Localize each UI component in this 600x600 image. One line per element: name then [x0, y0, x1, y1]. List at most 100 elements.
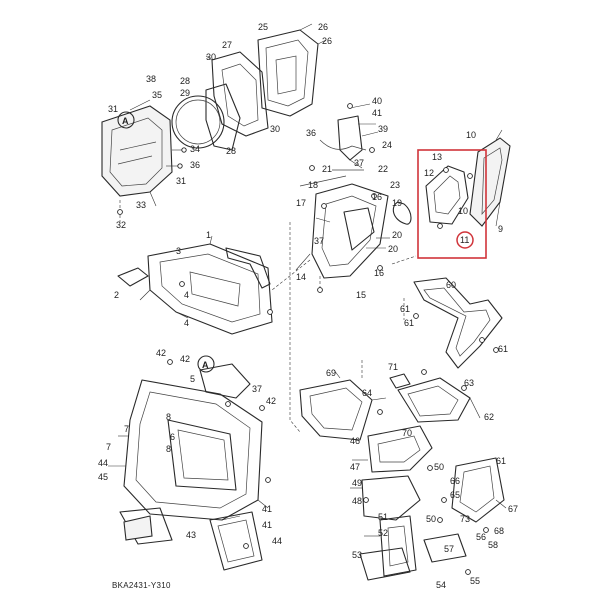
callout-c48: 48: [352, 496, 362, 506]
callout-c18: 18: [308, 180, 318, 190]
callout-c45: 45: [98, 472, 108, 482]
callout-c20b: 20: [388, 244, 398, 254]
callout-c41c: 41: [262, 520, 272, 530]
highlight-box: [417, 149, 487, 259]
part-group-top-left: A: [101, 99, 187, 222]
callout-c39: 39: [378, 124, 388, 134]
callout-c29: 29: [180, 88, 190, 98]
part-group-center-bracket: [319, 103, 379, 169]
callout-c61c: 61: [404, 318, 414, 328]
callout-c35: 35: [152, 90, 162, 100]
callout-c16b: 16: [374, 268, 384, 278]
callout-c27: 27: [222, 40, 232, 50]
callout-c16a: 16: [372, 192, 382, 202]
part-group-bottom-right: [350, 425, 507, 581]
callout-c40: 40: [372, 96, 382, 106]
callout-c64: 64: [362, 388, 372, 398]
callout-c44: 44: [98, 458, 108, 468]
callout-c37b: 37: [314, 236, 324, 246]
callout-c66: 66: [450, 476, 460, 486]
callout-c23: 23: [390, 180, 400, 190]
highlight-circle: [456, 231, 474, 249]
callout-c13: 13: [432, 152, 442, 162]
callout-c28b: 28: [226, 146, 236, 156]
callout-c36b: 36: [306, 128, 316, 138]
callout-c65: 65: [450, 490, 460, 500]
callout-c28a: 28: [180, 76, 190, 86]
callout-c10b: 10: [458, 206, 468, 216]
callout-c6: 6: [170, 432, 175, 442]
callout-c53: 53: [352, 550, 362, 560]
callout-c43: 43: [186, 530, 196, 540]
callout-c4b: 4: [184, 318, 189, 328]
callout-c36: 36: [190, 160, 200, 170]
callout-c30b: 30: [270, 124, 280, 134]
callout-c61d: 61: [496, 456, 506, 466]
part-group-top-center: [171, 23, 327, 151]
callout-c58: 58: [488, 540, 498, 550]
callout-c5: 5: [190, 374, 195, 384]
callout-c38: 38: [146, 74, 156, 84]
callout-c25: 25: [258, 22, 268, 32]
part-group-right-middle: [413, 277, 503, 369]
callout-c70: 70: [402, 428, 412, 438]
callout-c44b: 44: [272, 536, 282, 546]
callout-c7a: 7: [124, 424, 129, 434]
callout-c24: 24: [382, 140, 392, 150]
callout-c68: 68: [494, 526, 504, 536]
callout-c1: 1: [206, 230, 211, 240]
callout-c42b: 42: [180, 354, 190, 364]
callout-c56: 56: [476, 532, 486, 542]
callout-c20a: 20: [392, 230, 402, 240]
callout-c8b: 8: [166, 444, 171, 454]
callout-c12: 12: [424, 168, 434, 178]
callout-c26b: 26: [322, 36, 332, 46]
callout-c17: 17: [296, 198, 306, 208]
part-group-left-middle: [117, 235, 273, 335]
callout-c49: 49: [352, 478, 362, 488]
callout-c41a: 41: [372, 108, 382, 118]
diagram-code: BKA2431-Y310: [112, 581, 171, 590]
callout-c73: 73: [460, 514, 470, 524]
callout-c62: 62: [484, 412, 494, 422]
connector-lines: [271, 222, 417, 433]
callout-c50b: 50: [426, 514, 436, 524]
callout-c14: 14: [296, 272, 306, 282]
callout-c51: 51: [378, 512, 388, 522]
highlight-label: 11: [460, 235, 469, 245]
callout-c69: 69: [326, 368, 336, 378]
ref-mark-a-bottom: A: [202, 360, 209, 370]
callout-c10a: 10: [466, 130, 476, 140]
callout-c19: 19: [392, 198, 402, 208]
callout-c4a: 4: [184, 290, 189, 300]
callout-c54: 54: [436, 580, 446, 590]
callout-c34: 34: [190, 144, 200, 154]
callout-c31a: 31: [108, 104, 118, 114]
callout-c7b: 7: [106, 442, 111, 452]
callout-c50a: 50: [434, 462, 444, 472]
callout-c52: 52: [378, 528, 388, 538]
ref-mark-a-top: A: [122, 116, 129, 126]
callout-c67: 67: [508, 504, 518, 514]
callout-c9: 9: [498, 224, 503, 234]
callout-c63: 63: [464, 378, 474, 388]
callout-c71: 71: [388, 362, 398, 372]
callout-c30a: 30: [206, 52, 216, 62]
part-group-lower-left: A: [108, 355, 271, 571]
callout-c55: 55: [470, 576, 480, 586]
callout-c42c: 42: [266, 396, 276, 406]
callout-c22: 22: [378, 164, 388, 174]
callout-c8a: 8: [166, 412, 171, 422]
callout-c42a: 42: [156, 348, 166, 358]
callout-c47: 47: [350, 462, 360, 472]
callout-c57: 57: [444, 544, 454, 554]
callout-c3: 3: [176, 246, 181, 256]
callout-c41b: 41: [262, 504, 272, 514]
callout-c31b: 31: [176, 176, 186, 186]
callout-c61b: 61: [498, 344, 508, 354]
callout-c15: 15: [356, 290, 366, 300]
part-group-center-frame: [295, 165, 412, 293]
callout-c37a: 37: [354, 158, 364, 168]
callout-c26a: 26: [318, 22, 328, 32]
